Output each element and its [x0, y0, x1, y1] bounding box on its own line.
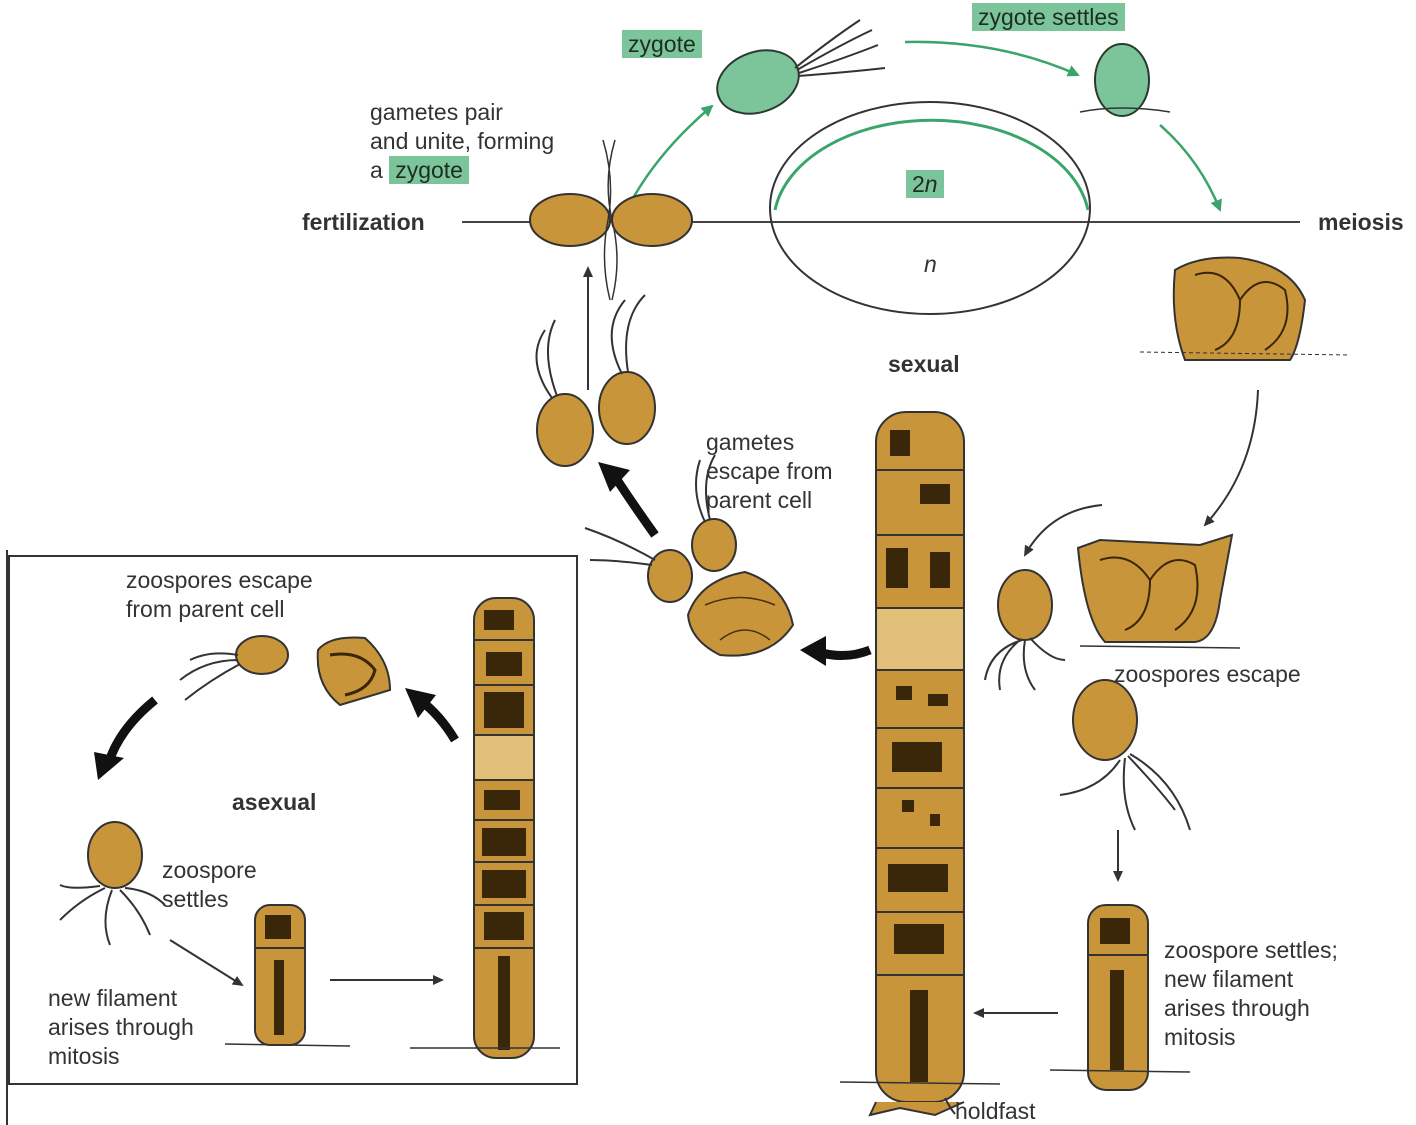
- ploidy-2n-letter: n: [925, 171, 938, 197]
- asexual-settled-zoospore: [60, 822, 165, 945]
- gametes-pair-line3-prefix: a: [370, 157, 383, 183]
- tall-filament: [840, 412, 1000, 1115]
- zoospore-settles-right-line2: new filament: [1164, 965, 1338, 994]
- asexual-thick-arrow-down: [108, 700, 155, 765]
- gametes-pair-line1: gametes pair: [370, 98, 554, 127]
- settled-zygote: [1080, 44, 1170, 116]
- label-zoospore-settles: zoospore settles: [162, 856, 257, 914]
- label-holdfast: holdfast: [955, 1097, 1036, 1125]
- new-filament-line1: new filament: [48, 984, 194, 1013]
- label-gametes-pair: gametes pair and unite, forming a zygote: [370, 98, 554, 185]
- arrow-meiosis-to-zoospores: [1205, 390, 1258, 525]
- zoospore-settles-line2: settles: [162, 885, 257, 914]
- label-2n: 2n: [906, 170, 944, 199]
- label-zoospores-escape: zoospores escape: [1114, 660, 1301, 689]
- gametes-escape-line3: parent cell: [706, 486, 833, 515]
- asexual-mature-filament: [410, 598, 560, 1058]
- zoospores-escape-parent-line1: zoospores escape: [126, 566, 313, 595]
- asexual-arrow-to-young: [170, 940, 242, 985]
- gametes-escape-line1: gametes: [706, 428, 833, 457]
- label-asexual: asexual: [232, 788, 316, 817]
- asexual-young-filament: [225, 905, 350, 1046]
- haploid-ellipse: [770, 102, 1090, 314]
- fusing-gametes: [530, 140, 692, 300]
- green-arrow-zygote-settles: [905, 42, 1078, 75]
- zygote-settles-highlight: zygote settles: [972, 3, 1125, 31]
- meiosis-cell: [1140, 258, 1350, 361]
- green-arrow-to-zygote: [632, 106, 712, 200]
- zoospore-settles-line1: zoospore: [162, 856, 257, 885]
- label-zoospore-settles-right: zoospore settles; new filament arises th…: [1164, 936, 1338, 1052]
- label-n: n: [924, 250, 937, 279]
- zoospores-escape-parent-line2: from parent cell: [126, 595, 313, 624]
- gametes-pair-line3: a zygote: [370, 156, 554, 185]
- label-fertilization: fertilization: [302, 208, 425, 237]
- asexual-parent-cell: [318, 638, 390, 706]
- swimming-zoospore: [1060, 680, 1190, 830]
- zoospore-settles-right-line3: arises through: [1164, 994, 1338, 1023]
- green-arrow-to-meiosis: [1160, 125, 1220, 210]
- released-zoospore: [985, 570, 1065, 690]
- label-new-filament: new filament arises through mitosis: [48, 984, 194, 1071]
- label-gametes-escape: gametes escape from parent cell: [706, 428, 833, 515]
- zoospore-release-cell: [1078, 535, 1240, 648]
- zoospore-settles-right-line1: zoospore settles;: [1164, 936, 1338, 965]
- new-filament-line2: arises through: [48, 1013, 194, 1042]
- swimming-zygote: [708, 20, 885, 125]
- zygote-highlight: zygote: [622, 30, 702, 58]
- label-zoospores-escape-parent: zoospores escape from parent cell: [126, 566, 313, 624]
- gametes-escape-line2: escape from: [706, 457, 833, 486]
- label-zygote-settles: zygote settles: [972, 3, 1125, 32]
- label-sexual: sexual: [888, 350, 960, 379]
- gametes-pair-line3-highlight: zygote: [389, 156, 469, 184]
- new-filament-line3: mitosis: [48, 1042, 194, 1071]
- label-zygote-swimming: zygote: [622, 30, 702, 59]
- ploidy-2n-number: 2: [912, 171, 925, 197]
- label-meiosis: meiosis: [1318, 208, 1404, 237]
- gametes-pair-line2: and unite, forming: [370, 127, 554, 156]
- free-gametes: [536, 295, 655, 466]
- asexual-swimming-zoospore: [180, 636, 288, 700]
- zoospore-settles-right-line4: mitosis: [1164, 1023, 1338, 1052]
